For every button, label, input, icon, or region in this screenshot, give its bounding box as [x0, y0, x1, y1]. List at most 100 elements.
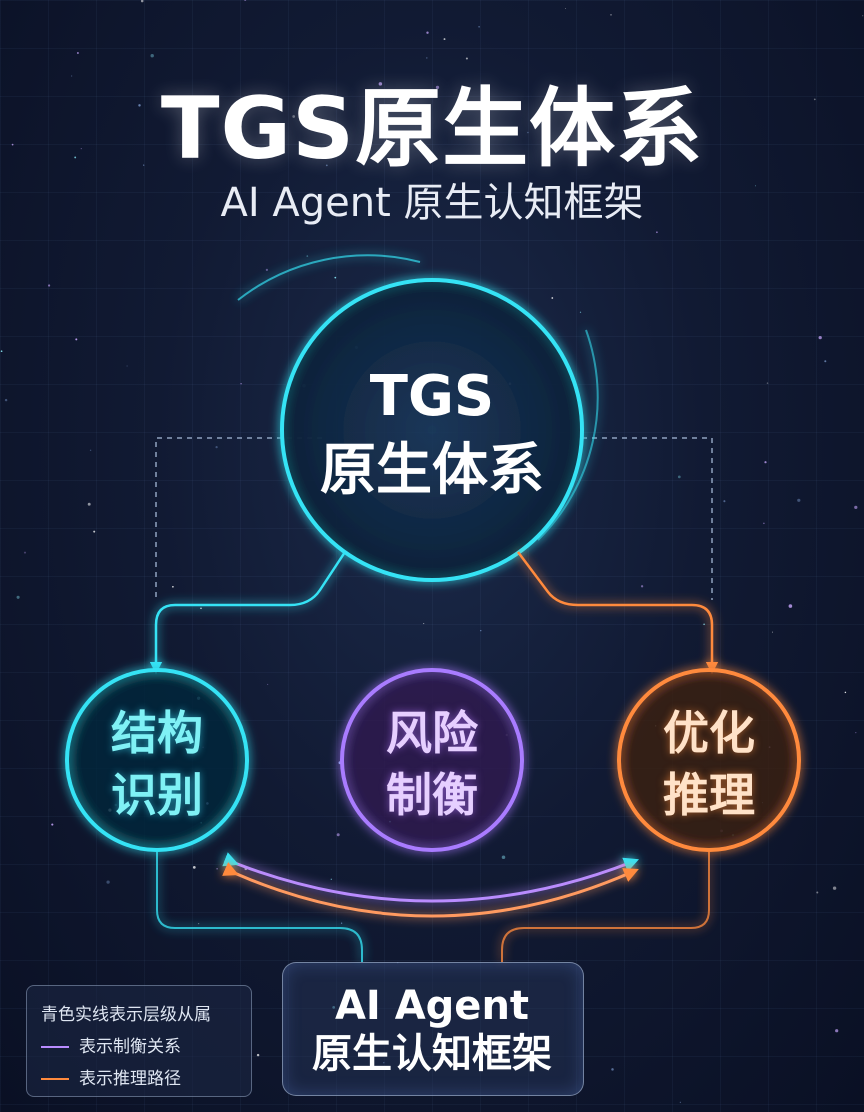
star [378, 82, 383, 86]
optimize-node-label: 优化 推理 [663, 706, 755, 822]
legend-balance: 表示制衡关系 [41, 1032, 181, 1057]
legend-inference-text: 表示推理路径 [79, 1069, 181, 1089]
star [611, 1068, 614, 1071]
star [197, 922, 200, 925]
star [93, 530, 96, 533]
page-subtitle: AI Agent 原生认知框架 [220, 180, 644, 226]
connector-optimize-to-bottom [501, 852, 710, 962]
star [465, 57, 468, 60]
star [832, 886, 837, 890]
star [76, 52, 79, 54]
star [106, 880, 110, 884]
star [426, 57, 428, 59]
star [763, 522, 765, 525]
star [0, 350, 3, 353]
star [764, 461, 767, 464]
connector-to-optimize [517, 551, 719, 675]
star [862, 15, 864, 17]
optimize-circle [617, 668, 801, 852]
star [11, 143, 14, 146]
star [383, 1062, 385, 1064]
star [579, 311, 582, 313]
legend-inference: 表示推理路径 [41, 1064, 181, 1089]
star [835, 1029, 839, 1033]
star [138, 104, 141, 107]
legend-hierarchy: 青色实线表示层级从属 [41, 1000, 211, 1025]
star [240, 382, 242, 385]
legend-balance-text: 表示制衡关系 [79, 1037, 181, 1057]
star [89, 449, 92, 452]
star [172, 585, 174, 588]
star [48, 284, 51, 287]
star [150, 53, 154, 58]
star [429, 1006, 433, 1010]
star [215, 445, 218, 449]
main-outer-arc-left [237, 254, 421, 301]
star [679, 1101, 681, 1103]
star [824, 360, 827, 363]
star [844, 691, 847, 694]
star [855, 731, 857, 734]
star [140, 0, 144, 3]
star [143, 164, 145, 166]
star [265, 268, 269, 272]
star [75, 338, 78, 341]
star [80, 148, 82, 150]
connector-to-structure [149, 551, 347, 675]
star [244, 0, 247, 2]
page-title: TGS原生体系 [160, 79, 704, 179]
star [480, 630, 482, 632]
star [423, 623, 425, 625]
star [435, 85, 440, 90]
star [527, 131, 529, 134]
star [677, 475, 681, 479]
star [87, 502, 91, 506]
star [51, 823, 54, 826]
star [723, 500, 726, 503]
structure-node-label: 结构 识别 [111, 706, 203, 822]
star [766, 382, 769, 384]
star [771, 631, 774, 633]
star [200, 607, 202, 610]
star [4, 398, 8, 402]
star [656, 231, 658, 234]
star [818, 335, 822, 340]
star [854, 505, 858, 510]
star [192, 866, 196, 869]
star [332, 1006, 336, 1009]
star [755, 185, 756, 187]
bottom-framework-box [282, 962, 584, 1096]
star [16, 595, 20, 599]
star [23, 551, 27, 554]
star [74, 156, 77, 159]
star [610, 14, 612, 16]
risk-node-label: 风险 制衡 [386, 706, 478, 822]
star [478, 25, 480, 28]
structure-circle [65, 668, 249, 852]
bottom-framework-label: AI Agent 原生认知框架 [312, 983, 552, 1077]
legend-box: 青色实线表示层级从属 表示制衡关系 表示推理路径 [26, 985, 252, 1097]
star [816, 891, 819, 894]
star [216, 868, 218, 870]
star [797, 498, 801, 502]
star [256, 1053, 260, 1057]
star [641, 145, 643, 148]
star [70, 75, 73, 77]
risk-circle [340, 668, 524, 852]
legend-purple-line [41, 1046, 69, 1048]
star [813, 98, 816, 101]
star [325, 164, 328, 167]
star [564, 8, 566, 10]
star [267, 683, 269, 685]
legend-hierarchy-text: 青色实线表示层级从属 [41, 1005, 211, 1025]
star [327, 99, 330, 102]
star [306, 255, 309, 257]
connector-structure-to-bottom [156, 852, 363, 962]
dashed-right-connector [582, 437, 713, 600]
star [334, 276, 337, 279]
star [340, 922, 343, 924]
main-node-label: TGS 原生体系 [320, 364, 544, 503]
star [551, 297, 554, 299]
dashed-left-connector [155, 437, 322, 600]
